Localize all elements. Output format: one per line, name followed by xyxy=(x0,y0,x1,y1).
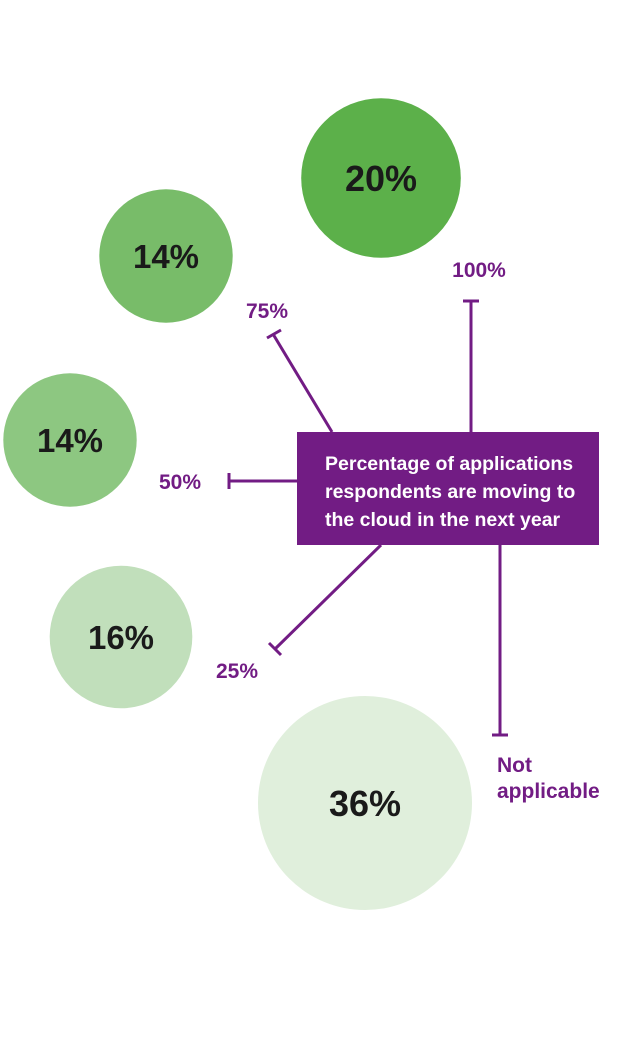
category-label: 25% xyxy=(216,660,258,683)
category-label: 75% xyxy=(246,300,288,323)
bubble-value-label: 16% xyxy=(88,619,154,656)
chart-title: Percentage of applications respondents a… xyxy=(325,453,576,531)
bubble xyxy=(99,189,233,323)
bubble-value-label: 36% xyxy=(329,783,401,824)
bubble xyxy=(301,98,461,258)
connector-cap xyxy=(267,641,283,657)
connector-line xyxy=(271,333,334,433)
connector-line xyxy=(273,543,383,651)
bubble-value-label: 14% xyxy=(133,238,199,275)
bubble-value-label: 20% xyxy=(345,158,417,199)
bubble xyxy=(3,373,137,507)
connector-cap xyxy=(266,328,282,340)
category-label: 100% xyxy=(452,259,506,282)
bubble xyxy=(49,565,193,709)
bubble xyxy=(258,696,472,910)
chart-title-box: Percentage of applications respondents a… xyxy=(297,432,599,545)
category-label: 50% xyxy=(159,471,201,494)
bubble-value-label: 14% xyxy=(37,422,103,459)
